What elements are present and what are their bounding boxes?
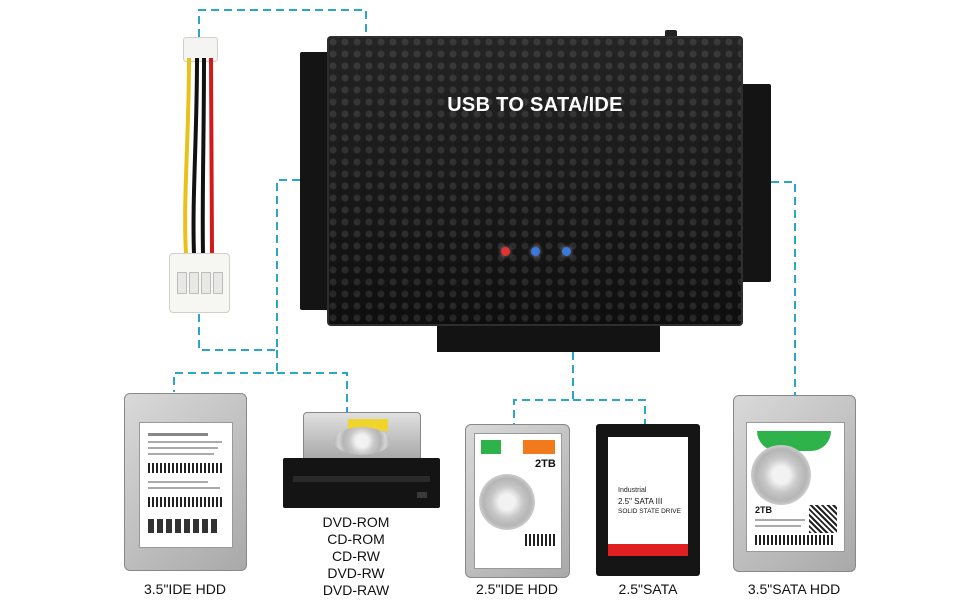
power-wires — [183, 58, 214, 255]
dvd-caption-line-3: CD-RW — [332, 548, 380, 564]
sata-port-side — [741, 84, 771, 282]
ide-35-caption: 3.5"IDE HDD — [144, 581, 226, 597]
ssd-label: Industrial 2.5" SATA III SOLID STATE DRI… — [608, 437, 688, 545]
ide-hdd-line — [173, 350, 278, 392]
power-led — [501, 247, 510, 256]
sata35-label: 2TB — [746, 422, 845, 552]
hdd-label — [139, 422, 233, 548]
ssd-label-line-2: 2.5" SATA III — [618, 497, 663, 506]
ide25-label: 2TB — [474, 433, 562, 569]
ide-25-caption: 2.5"IDE HDD — [476, 581, 558, 597]
sata35-capacity: 2TB — [755, 505, 773, 515]
ide-port-side — [300, 52, 330, 310]
dvd-caption-line-5: DVD-RAW — [322, 582, 390, 598]
dvd-bezel — [283, 458, 440, 508]
ide25-capacity: 2TB — [535, 458, 556, 470]
dvd-drive — [283, 412, 440, 508]
ide25-port-bottom — [437, 324, 660, 352]
ide-35-hdd — [124, 393, 247, 571]
adapter-title: USB TO SATA/IDE — [447, 94, 623, 116]
dvd-caption-line-4: DVD-RW — [327, 565, 385, 581]
ssd-line — [573, 399, 646, 424]
ssd-label-line-1: Industrial — [618, 487, 647, 494]
power-line — [198, 9, 367, 37]
sata-35-caption: 3.5"SATA HDD — [747, 581, 841, 597]
sata-35-hdd: 2TB — [733, 395, 856, 572]
activity-led-2 — [562, 247, 571, 256]
power-connector-small — [183, 37, 218, 62]
dvd-caption-line-1: DVD-ROM — [322, 514, 390, 530]
dvd-caption-line-2: CD-ROM — [327, 531, 385, 547]
dvd-line — [277, 372, 348, 412]
activity-led-1 — [531, 247, 540, 256]
ide-power-line — [198, 179, 300, 351]
power-switch — [665, 30, 677, 38]
sata-line — [771, 181, 796, 395]
ide25-line — [513, 352, 574, 424]
ide-25-hdd: 2TB — [465, 424, 570, 578]
usb-sata-ide-adapter: USB TO SATA/IDE — [327, 36, 743, 326]
ssd-red-stripe — [608, 544, 688, 556]
dvd-top — [303, 412, 421, 460]
ssd-caption: 2.5"SATA — [618, 581, 678, 597]
dvd-caption: DVD-ROM CD-ROM CD-RW DVD-RW DVD-RAW — [292, 514, 420, 599]
molex-power-connector — [169, 253, 230, 313]
ssd-label-line-3: SOLID STATE DRIVE — [618, 508, 681, 515]
